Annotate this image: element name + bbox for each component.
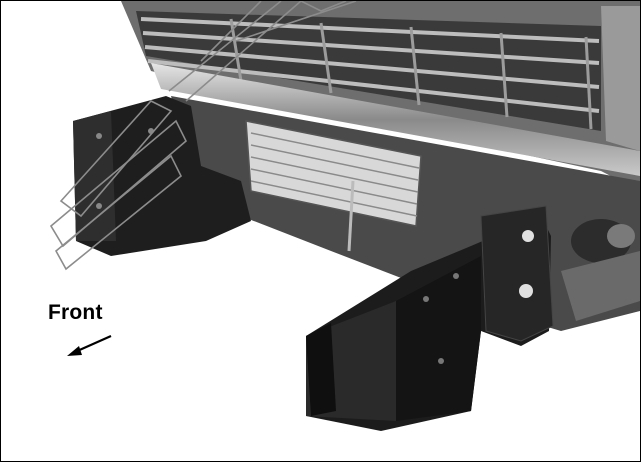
right-mounting-bracket — [306, 205, 554, 431]
front-direction-label: Front — [48, 301, 103, 324]
grille-assembly — [121, 1, 640, 191]
bracket-outline-overlay — [49, 1, 357, 271]
left-mounting-bracket — [73, 96, 251, 256]
arrow-down-left-icon — [67, 334, 112, 356]
